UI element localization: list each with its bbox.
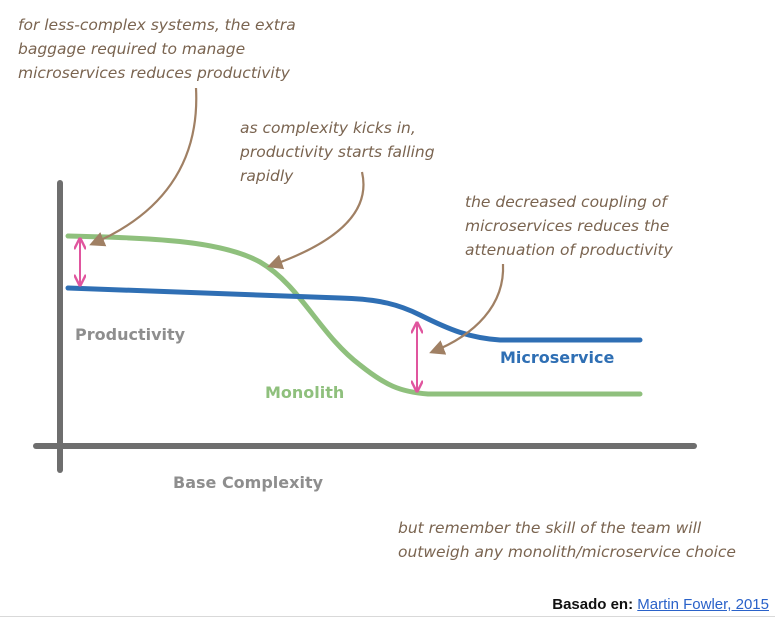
monolith-curve	[65, 233, 643, 397]
annotation-arrow-less-complex	[89, 87, 198, 247]
annotation-less-complex: for less-complex systems, the extra bagg…	[18, 16, 296, 82]
y-axis-label: Productivity	[75, 325, 186, 344]
source-link[interactable]: Martin Fowler, 2015	[637, 596, 769, 613]
annotation-arrow-coupling	[429, 263, 505, 355]
source-prefix: Basado en:	[552, 596, 634, 613]
annotation-arrow-complexity	[267, 171, 365, 270]
source-footer: Basado en: Martin Fowler, 2015	[552, 596, 769, 613]
microservice-curve	[65, 285, 643, 343]
microservice-label: Microservice	[500, 348, 615, 367]
x-axis-label: Base Complexity	[173, 473, 324, 492]
annotation-complexity-kicks-in: as complexity kicks in, productivity sta…	[240, 119, 435, 185]
annotation-decreased-coupling: the decreased coupling of microservices …	[465, 193, 673, 259]
annotation-remember-skill: but remember the skill of the team will …	[398, 519, 736, 561]
monolith-label: Monolith	[265, 383, 345, 402]
